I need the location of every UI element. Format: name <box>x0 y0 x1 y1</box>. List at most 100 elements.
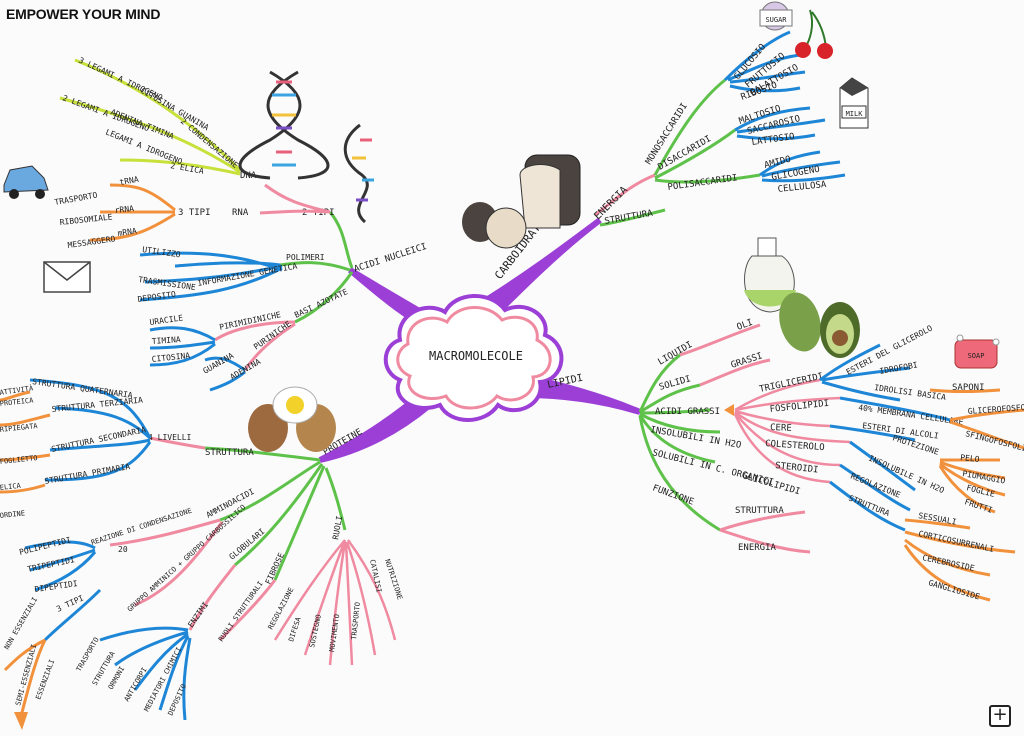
cere-item-6: FRUTTI <box>963 497 993 515</box>
dna-item-7: 2 ELICA <box>170 161 205 176</box>
ruoli-fan <box>273 539 397 666</box>
grassi-line <box>699 358 771 387</box>
oli-line <box>679 323 761 357</box>
pirimidiniche-line <box>214 320 296 342</box>
center-node: MACROMOLECOLE <box>383 294 564 422</box>
side-item-5: ELICA <box>0 482 22 492</box>
pirim-item-2: TIMINA <box>152 335 182 346</box>
side-item-6: ORDINE <box>0 509 25 520</box>
sugar-label: SUGAR <box>765 16 787 24</box>
polimeri-fan <box>139 251 283 302</box>
acidi-title: ACIDI NUCLEICI <box>353 242 428 275</box>
pirim-fan <box>149 326 216 367</box>
acidi-tre-tipi: 3 TIPI <box>178 208 211 218</box>
center-label: MACROMOLECOLE <box>429 349 523 363</box>
funzione-item-2: ENERGIA <box>738 543 777 553</box>
expand-button[interactable]: + <box>989 705 1011 727</box>
lipidi-branches-fan <box>733 378 851 484</box>
ruoli-item-1: REGOLAZIONE <box>267 586 296 631</box>
poli-item-1: AMIDO <box>763 155 792 171</box>
branch-item-4: COLESTEROLO <box>765 439 825 453</box>
polimeri-item-1: UTILIZZO <box>142 245 182 259</box>
ruoli-item-4: MOVIMENTO <box>328 614 341 653</box>
proteine-livelli: 4 LIVELLI <box>148 433 192 442</box>
membrana-fan <box>949 408 1024 450</box>
mono-fan <box>723 30 806 93</box>
side-item-2: PROTEICA <box>0 396 35 408</box>
lipidi-idrofobi: IDROFOBI <box>879 360 919 376</box>
acidi-basi: BASI AZOTATE <box>293 287 349 320</box>
poli-line <box>654 173 761 184</box>
lipidi-fan <box>638 353 721 532</box>
peptidi-fan <box>24 540 97 592</box>
globulari-line <box>234 463 324 567</box>
branch-carboidrati <box>463 217 602 324</box>
peptidi-item-1: POLIPEPTIDI <box>18 535 72 557</box>
peptidi-item-3: DIPEPTIDI <box>34 579 78 594</box>
carb-struttura: STRUTTURA <box>604 209 654 227</box>
side-item-4: FOGLIETTO <box>0 454 38 466</box>
center-cloud-inner <box>396 306 552 410</box>
acidi-polimeri: POLIMERI <box>286 253 325 262</box>
gruppo-line <box>134 521 224 607</box>
ruoli-item-2: DIFESA <box>287 615 303 642</box>
lipidi-liquidi: LIQUIDI <box>657 340 695 368</box>
lipidi-funzione: FUNZIONE <box>651 483 695 507</box>
dna-fan <box>59 58 242 176</box>
proteine-struttura: STRUTTURA <box>205 448 254 458</box>
rna-fan <box>89 183 176 242</box>
lipidi-saponi: SAPONI <box>952 383 985 393</box>
pirim-item-1: URACILE <box>149 313 184 327</box>
lipidi-idrolisi: IDROLISI BASICA <box>874 383 947 402</box>
poli-fan <box>759 150 846 183</box>
ruoli-line <box>324 467 347 531</box>
regolazione-line <box>839 463 911 512</box>
acidi-dna: DNA <box>240 171 257 181</box>
branch-item-1: TRIGLICERIDI <box>759 372 825 395</box>
acidi-main-line <box>328 211 354 269</box>
livelli-line <box>149 436 206 450</box>
car-illustration <box>3 165 49 199</box>
cere-line <box>829 424 916 442</box>
mono-line <box>653 78 726 176</box>
soap-illustration: SOAP <box>954 334 1000 369</box>
lipidi-solidi: SOLIDI <box>658 374 692 393</box>
oil-bottle-illustration <box>744 237 796 313</box>
enzimi-item-1: TRASPORTO <box>75 636 101 673</box>
livelli-item-1: STRUTTURA QUATERNARIA <box>32 377 134 400</box>
milk-illustration: MILK <box>839 77 869 129</box>
dna-helix-illustration <box>238 70 330 180</box>
enzimi-line <box>188 564 237 631</box>
basi-line <box>294 271 354 324</box>
acidi-grassi-arrow <box>724 404 734 416</box>
branch-item-3: CERE <box>770 423 792 434</box>
tipi-fan <box>3 638 47 721</box>
tipi-item-3: ESSENZIALI <box>34 658 56 700</box>
livelli-side <box>0 390 51 494</box>
rna-item-6: mRNA <box>117 226 138 238</box>
sugar-illustration: SUGAR <box>759 1 793 31</box>
ruoli-item-7: NUTRIZIONE <box>383 558 404 601</box>
brand-logo: EMPOWER YOUR MIND <box>6 6 161 22</box>
enzimi-item-4: ANTICORPI <box>123 666 149 703</box>
saponi-line <box>929 388 1001 393</box>
ruoli-strutturali-line <box>218 579 277 642</box>
envelope-illustration <box>43 261 91 293</box>
enzimi-fan <box>99 626 192 721</box>
rna-item-3: RIBOSOMIALE <box>59 212 113 227</box>
proteine-gruppo: GRUPPO AMMINICO + GRUPPO CARBOSSILICO <box>126 503 247 613</box>
enzimi-item-3: ORMONI <box>107 665 127 691</box>
glico-fan <box>903 518 1016 602</box>
purin-item-2: ADENINA <box>229 357 263 382</box>
rna-strand-illustration <box>343 123 374 224</box>
glico-item-3: CEREBROSIDE <box>922 553 976 573</box>
ruoli-item-3: SOSTEGNO <box>308 614 323 649</box>
pirim-item-3: CITOSINA <box>151 351 190 364</box>
proteine-tre-tipi: 3 TIPI <box>55 593 85 613</box>
lipidi-acidi-grassi: ACIDI GRASSI <box>655 407 720 417</box>
rna-item-5: MESSAGGERO <box>67 234 116 250</box>
branch-proteine <box>318 390 435 463</box>
center-cloud <box>383 294 564 422</box>
funzione-item-1: STRUTTURA <box>735 506 784 516</box>
